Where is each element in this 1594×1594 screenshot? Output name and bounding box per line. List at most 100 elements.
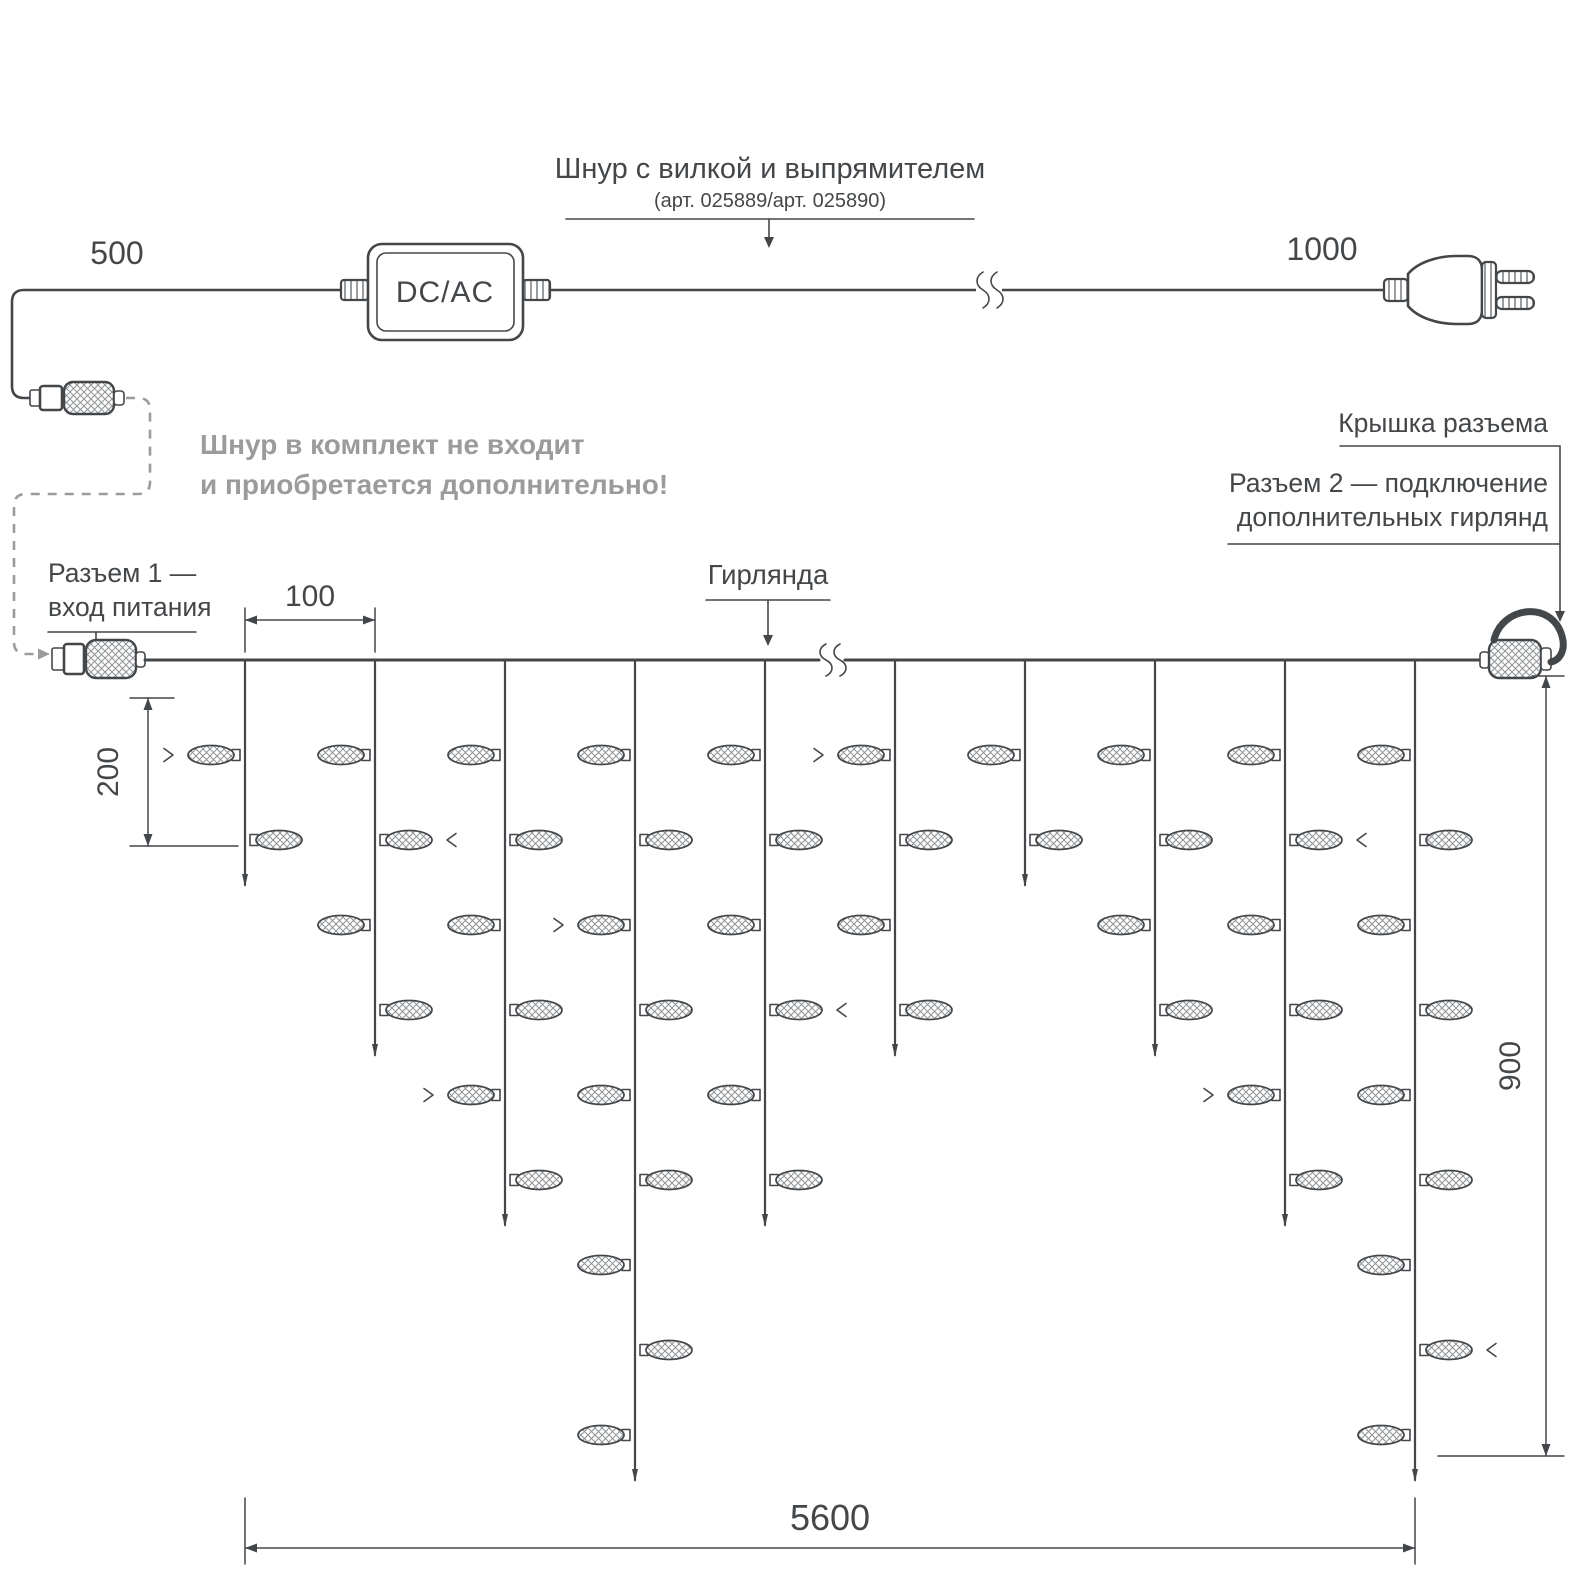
connector-pin xyxy=(51,647,65,671)
power-cord-assembly: Шнур с вилкой и выпрямителем (арт. 02588… xyxy=(10,153,1536,416)
bulb-direction-arrow-icon xyxy=(836,1002,847,1018)
bulb-direction-arrow-icon xyxy=(423,1087,434,1103)
drop-tip xyxy=(1152,1044,1158,1057)
led-bulb xyxy=(577,1424,625,1446)
connector-plug-body xyxy=(38,384,64,412)
led-bulb xyxy=(317,914,365,936)
cord-subtitle: (арт. 025889/арт. 025890) xyxy=(654,190,886,212)
connector2-label-line2: дополнительных гирлянд xyxy=(1237,502,1549,532)
led-bulb xyxy=(645,999,693,1021)
led-bulb xyxy=(1295,999,1343,1021)
led-bulb xyxy=(187,744,235,766)
led-bulb xyxy=(775,999,823,1021)
drop-tip xyxy=(242,874,248,887)
led-bulb xyxy=(385,999,433,1021)
connector-cap-icon xyxy=(1490,608,1567,666)
led-bulb xyxy=(837,914,885,936)
led-bulb xyxy=(967,744,1015,766)
led-bulb xyxy=(1425,999,1473,1021)
dim-arrow-icon xyxy=(143,698,153,710)
drop-tip xyxy=(1282,1214,1288,1227)
bulb-direction-arrow-icon xyxy=(1356,832,1367,848)
cord-break-mark xyxy=(976,271,990,309)
cap-label: Крышка разъема xyxy=(1338,408,1548,438)
plug-body xyxy=(1406,254,1484,326)
drop-tip xyxy=(762,1214,768,1227)
drop-tip xyxy=(502,1214,508,1227)
led-bulb xyxy=(1035,829,1083,851)
connector-pin xyxy=(29,389,41,407)
led-bulb xyxy=(577,1254,625,1276)
drop-tip xyxy=(1022,874,1028,887)
box-strain-relief-left xyxy=(339,278,370,302)
led-bulb xyxy=(1425,1339,1473,1361)
dim-200-label: 200 xyxy=(92,747,125,797)
led-bulb xyxy=(385,829,433,851)
icicle-drop xyxy=(1097,658,1213,1057)
icicle-drop xyxy=(1227,658,1343,1227)
dim-100-label: 100 xyxy=(285,580,335,613)
cord-left-segment xyxy=(10,288,343,400)
led-bulb xyxy=(1357,1084,1405,1106)
cord-output-connector-icon xyxy=(29,380,125,416)
led-bulb xyxy=(1295,1169,1343,1191)
cord-title-arrow-icon xyxy=(764,237,774,248)
led-bulb xyxy=(645,1339,693,1361)
connector1-callout: Разъем 1 — вход питания xyxy=(47,558,212,652)
cord-title: Шнур с вилкой и выпрямителем xyxy=(555,153,985,185)
dim-900-label: 900 xyxy=(1494,1041,1527,1091)
led-bulb xyxy=(905,999,953,1021)
dcac-converter-box-inner xyxy=(376,252,515,332)
led-bulb xyxy=(775,1169,823,1191)
led-bulb xyxy=(577,914,625,936)
connector2-label-line1: Разъем 2 — подключение xyxy=(1229,468,1548,498)
led-bulb xyxy=(515,999,563,1021)
dashed-link-arrow-icon xyxy=(38,648,50,660)
note-line-1: Шнур в комплект не входит xyxy=(200,429,584,460)
led-bulb xyxy=(1097,744,1145,766)
led-bulb xyxy=(1295,829,1343,851)
bulb-direction-arrow-icon xyxy=(1203,1087,1214,1103)
dim-arrow-icon xyxy=(1541,676,1551,688)
drop-tip xyxy=(372,1044,378,1057)
mains-plug-icon xyxy=(1382,254,1536,326)
bulb-direction-arrow-icon xyxy=(163,747,174,763)
bulb-direction-arrow-icon xyxy=(553,917,564,933)
led-bulb xyxy=(1227,914,1275,936)
cord-break-mark xyxy=(990,271,1004,309)
plug-face xyxy=(1480,260,1498,320)
led-bulb xyxy=(447,914,495,936)
led-bulb xyxy=(707,744,755,766)
garland-arrow-icon xyxy=(763,635,773,646)
led-bulb xyxy=(515,829,563,851)
dcac-label: DC/AC xyxy=(396,276,494,309)
led-bulb xyxy=(1425,829,1473,851)
drop-tip xyxy=(892,1044,898,1057)
connector-tail xyxy=(1479,651,1490,669)
connector-tail xyxy=(113,390,125,406)
box-strain-relief-right xyxy=(521,278,552,302)
led-bulb xyxy=(577,1084,625,1106)
icicle-drops-layer xyxy=(163,658,1497,1482)
icicle-drop xyxy=(577,658,693,1482)
led-bulb xyxy=(645,829,693,851)
led-bulb xyxy=(1357,914,1405,936)
led-bulb xyxy=(837,744,885,766)
led-bulb xyxy=(1357,1254,1405,1276)
led-bulb xyxy=(775,829,823,851)
garland-input-connector-icon xyxy=(51,638,146,680)
icicle-drop xyxy=(967,658,1083,887)
led-bulb xyxy=(707,1084,755,1106)
dim-500-label: 500 xyxy=(90,235,143,271)
bulb-direction-arrow-icon xyxy=(1486,1342,1497,1358)
dim-5600-label: 5600 xyxy=(790,1497,870,1538)
wire-break-mark xyxy=(819,643,833,677)
led-bulb xyxy=(1097,914,1145,936)
garland-label: Гирлянда xyxy=(708,559,829,590)
dim-arrow-icon xyxy=(245,1543,257,1553)
led-bulb xyxy=(1357,1424,1405,1446)
plug-pin-top xyxy=(1494,269,1536,285)
dim-arrow-icon xyxy=(1541,1444,1551,1456)
led-bulb xyxy=(1357,744,1405,766)
